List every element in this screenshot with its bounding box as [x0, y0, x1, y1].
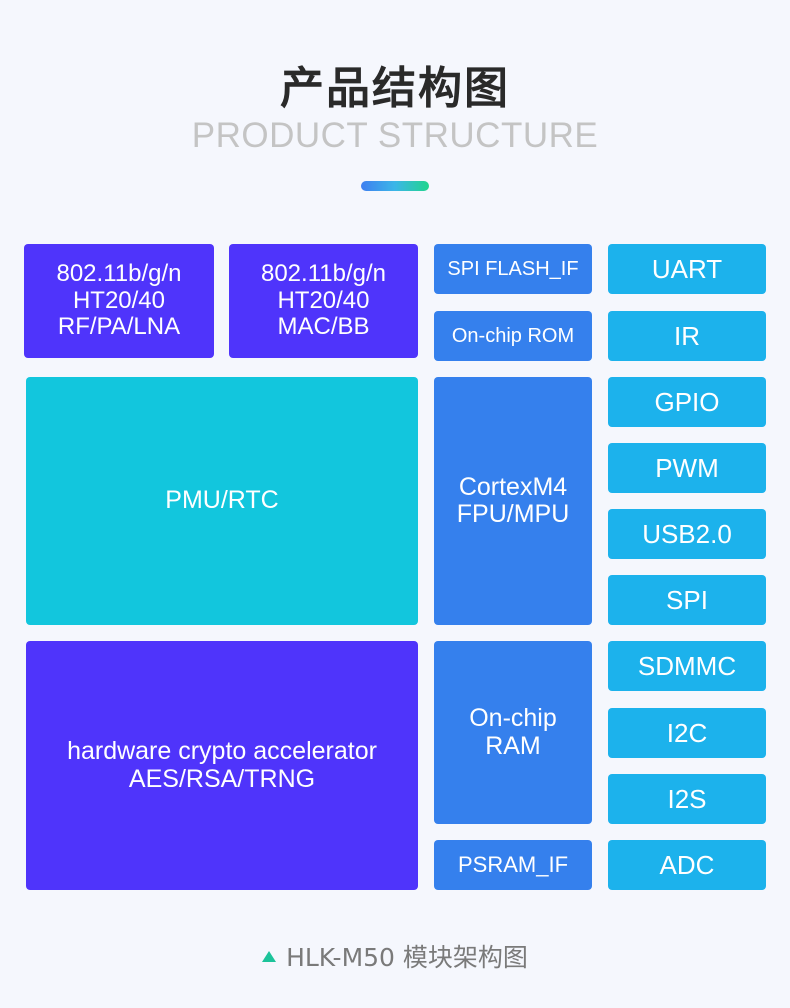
block-mac: 802.11b/g/n HT20/40 MAC/BB — [229, 244, 418, 358]
peripheral-gpio: GPIO — [608, 377, 766, 427]
footer-caption: HLK-M50 模块架构图 — [0, 938, 790, 974]
peripheral-i2c: I2C — [608, 708, 766, 758]
block-pmu-rtc: PMU/RTC — [26, 377, 418, 625]
block-psram: PSRAM_IF — [434, 840, 592, 890]
peripheral-pwm: PWM — [608, 443, 766, 493]
peripheral-adc: ADC — [608, 840, 766, 890]
accent-bar — [361, 181, 429, 191]
triangle-icon — [262, 950, 277, 962]
footer-text: HLK-M50 模块架构图 — [286, 943, 528, 972]
peripheral-i2s: I2S — [608, 774, 766, 824]
block-rom: On-chip ROM — [434, 311, 592, 361]
peripheral-usb: USB2.0 — [608, 509, 766, 559]
block-ram: On-chip RAM — [434, 641, 592, 824]
peripheral-uart: UART — [608, 244, 766, 294]
peripheral-spi: SPI — [608, 575, 766, 625]
block-rf: 802.11b/g/n HT20/40 RF/PA/LNA — [24, 244, 214, 358]
block-cortex: CortexM4 FPU/MPU — [434, 377, 592, 625]
peripheral-sdmmc: SDMMC — [608, 641, 766, 691]
block-crypto: hardware crypto accelerator AES/RSA/TRNG — [26, 641, 418, 890]
page-title: 产品结构图 — [280, 63, 510, 114]
peripheral-ir: IR — [608, 311, 766, 361]
page-subtitle: PRODUCT STRUCTURE — [191, 116, 599, 155]
block-spi-flash: SPI FLASH_IF — [434, 244, 592, 294]
